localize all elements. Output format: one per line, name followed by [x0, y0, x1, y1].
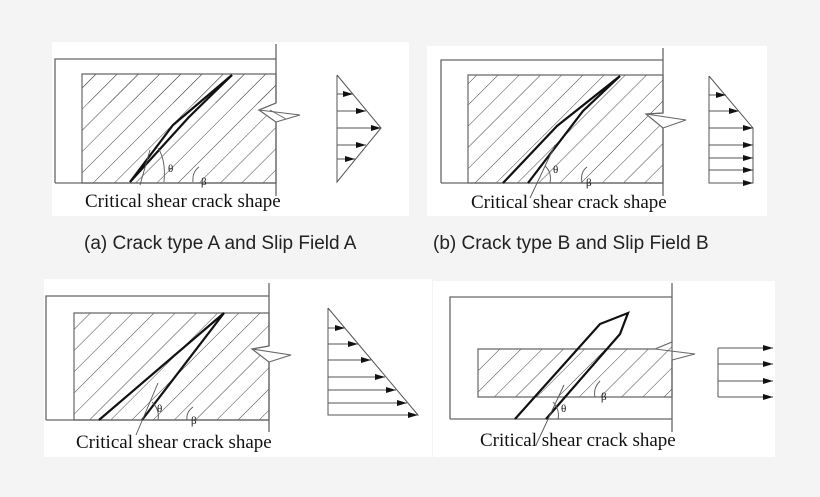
crack-b	[502, 75, 621, 184]
angles-a	[139, 147, 200, 186]
crack-label-a: Critical shear crack shape	[85, 191, 281, 212]
theta-label-a: θ	[168, 163, 173, 175]
structure-d	[449, 283, 696, 432]
angles-c	[135, 382, 194, 436]
caption-a: (a) Crack type A and Slip Field A	[84, 233, 357, 254]
theta-label-c: θ	[157, 403, 162, 415]
angles-b	[529, 144, 588, 199]
crack-label-c: Critical shear crack shape	[76, 432, 272, 453]
caption-b: (b) Crack type B and Slip Field B	[433, 233, 709, 254]
angles-d	[535, 380, 601, 446]
crack-label-d: Critical shear crack shape	[480, 430, 676, 451]
beta-label-a: β	[201, 176, 207, 188]
beta-label-b: β	[586, 177, 592, 189]
crack-a	[129, 74, 233, 183]
slip-field-d	[717, 345, 773, 400]
crack-c	[98, 312, 225, 421]
slip-field-a	[336, 74, 382, 184]
structure-b	[440, 48, 687, 196]
theta-label-b: θ	[553, 164, 558, 176]
slip-field-c	[327, 307, 420, 418]
crack-d	[514, 311, 630, 420]
theta-label-d: θ	[561, 403, 566, 415]
beta-label-d: β	[601, 391, 607, 403]
slip-field-b	[708, 75, 754, 186]
beta-label-c: β	[191, 415, 197, 427]
crack-label-b: Critical shear crack shape	[471, 192, 667, 213]
structure-c	[45, 283, 292, 432]
